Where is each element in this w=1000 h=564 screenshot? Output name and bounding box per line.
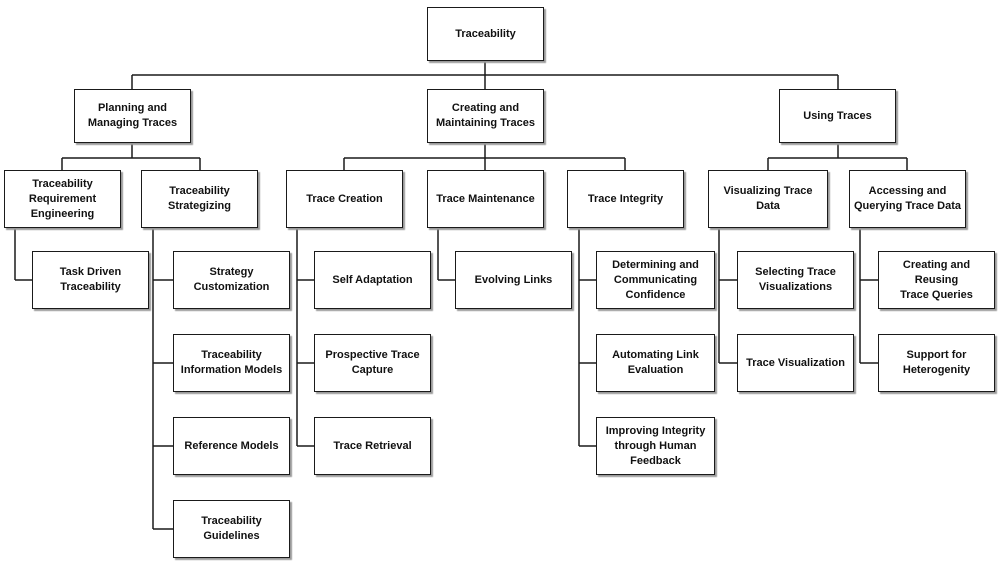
category-creating-and-maintaining-traces: Creating and Maintaining Traces	[427, 89, 544, 143]
leaf-selecting-trace-visualizations: Selecting Trace Visualizations	[737, 251, 854, 309]
leaf-self-adaptation: Self Adaptation	[314, 251, 431, 309]
leaf-determining-and-communicating-confidence: Determining and Communicating Confidence	[596, 251, 715, 309]
subcategory-visualizing-trace-data: Visualizing Trace Data	[708, 170, 828, 228]
leaf-reference-models: Reference Models	[173, 417, 290, 475]
category-planning-and-managing-traces: Planning and Managing Traces	[74, 89, 191, 143]
leaf-traceability-information-models: Traceability Information Models	[173, 334, 290, 392]
leaf-improving-integrity-through-human-feedback: Improving Integrity through Human Feedba…	[596, 417, 715, 475]
subcategory-traceability-strategizing: Traceability Strategizing	[141, 170, 258, 228]
leaf-traceability-guidelines: Traceability Guidelines	[173, 500, 290, 558]
leaf-trace-retrieval: Trace Retrieval	[314, 417, 431, 475]
leaf-creating-and-reusing-trace-queries: Creating and Reusing Trace Queries	[878, 251, 995, 309]
subcategory-trace-integrity: Trace Integrity	[567, 170, 684, 228]
category-using-traces: Using Traces	[779, 89, 896, 143]
subcategory-trace-maintenance: Trace Maintenance	[427, 170, 544, 228]
subcategory-trace-creation: Trace Creation	[286, 170, 403, 228]
leaf-strategy-customization: Strategy Customization	[173, 251, 290, 309]
leaf-automating-link-evaluation: Automating Link Evaluation	[596, 334, 715, 392]
leaf-prospective-trace-capture: Prospective Trace Capture	[314, 334, 431, 392]
leaf-trace-visualization: Trace Visualization	[737, 334, 854, 392]
leaf-support-for-heterogenity: Support for Heterogenity	[878, 334, 995, 392]
root-node-traceability: Traceability	[427, 7, 544, 61]
subcategory-traceability-requirement-engineering: Traceability Requirement Engineering	[4, 170, 121, 228]
subcategory-accessing-and-querying-trace-data: Accessing and Querying Trace Data	[849, 170, 966, 228]
leaf-task-driven-traceability: Task Driven Traceability	[32, 251, 149, 309]
leaf-evolving-links: Evolving Links	[455, 251, 572, 309]
